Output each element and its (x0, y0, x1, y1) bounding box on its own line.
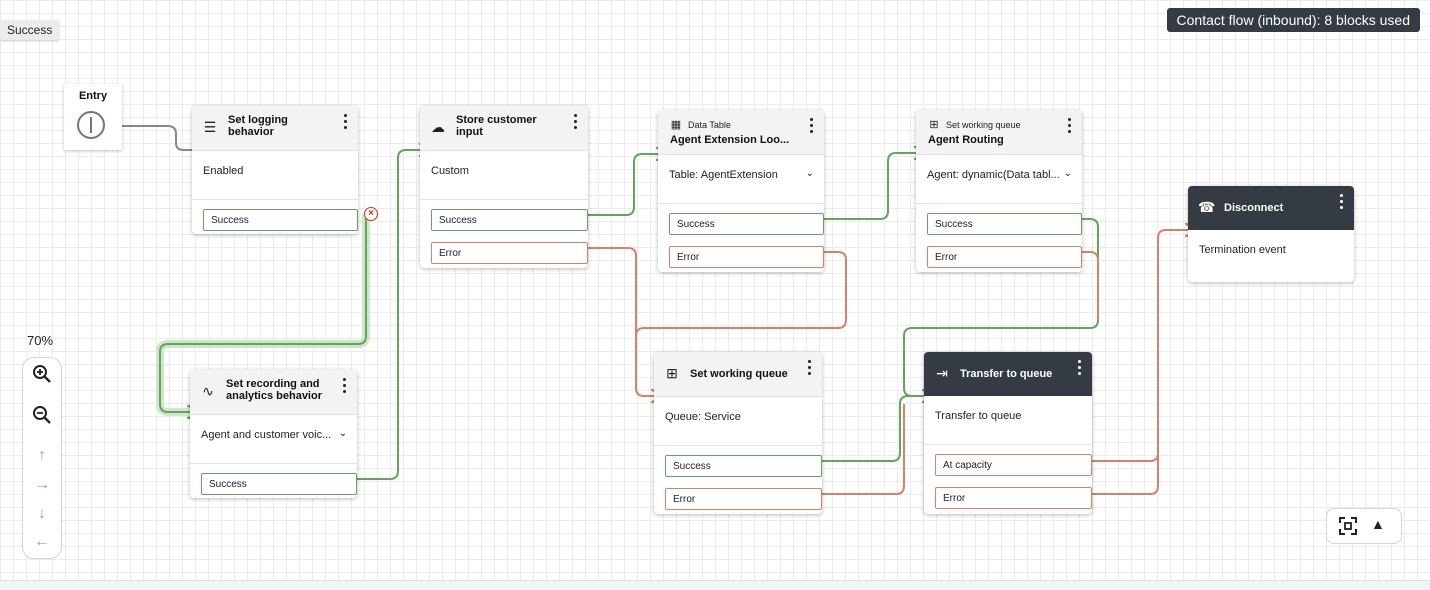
arrow-left-icon[interactable]: ← (34, 533, 50, 550)
waveform-icon: ∿ (202, 383, 214, 399)
block-header: ☎ Disconnect (1188, 186, 1354, 230)
block-header: ⇥ Transfer to queue (924, 352, 1092, 396)
branch-error[interactable]: Error (927, 246, 1082, 268)
block-title: Agent Extension Loo... (670, 134, 790, 146)
block-body: Transfer to queue (935, 410, 1022, 422)
block-menu-button[interactable] (574, 114, 578, 132)
entry-start-icon (77, 111, 105, 139)
block-title: Agent Routing (928, 134, 1004, 146)
chevron-down-icon[interactable]: ⌄ (338, 428, 347, 439)
block-set-working-queue[interactable]: ⊞ Set working queue Queue: Service Succe… (654, 352, 822, 514)
block-body: Enabled (203, 165, 244, 177)
arrow-down-icon[interactable]: ↓ (38, 505, 46, 522)
block-menu-button[interactable] (344, 114, 348, 132)
hangup-icon: ☎ (1198, 199, 1216, 215)
branch-at-capacity[interactable]: At capacity (935, 454, 1092, 476)
block-menu-button[interactable] (343, 378, 347, 396)
branch-success[interactable]: Success (665, 455, 822, 477)
cloud-icon: ☁ (431, 119, 445, 135)
block-data-table[interactable]: ▦ Data Table Agent Extension Loo... Tabl… (658, 110, 824, 272)
entry-title: Entry (78, 90, 108, 102)
block-header: ⊞ Set working queue Agent Routing (916, 110, 1082, 155)
branch-error[interactable]: Error (669, 246, 824, 268)
block-title: Set working queue (690, 368, 788, 380)
block-header: ∿ Set recording and analytics behavior (190, 370, 357, 415)
block-title: Disconnect (1224, 202, 1284, 214)
branch-success[interactable]: Success (203, 209, 358, 231)
queue-icon: ⊞ (929, 119, 939, 131)
block-body: Custom (431, 165, 469, 177)
bottom-bar (0, 580, 1430, 590)
block-disconnect[interactable]: ☎ Disconnect Termination event (1188, 186, 1354, 282)
branch-error[interactable]: Error (665, 488, 822, 510)
flow-info-badge: Contact flow (inbound): 8 blocks used (1166, 8, 1420, 32)
arrow-up-icon[interactable]: ↑ (38, 447, 46, 464)
branch-error[interactable]: Error (935, 487, 1092, 509)
fit-view-icon[interactable] (1339, 517, 1357, 535)
block-body: Table: AgentExtension⌄ (669, 168, 814, 181)
block-transfer-to-queue[interactable]: ⇥ Transfer to queue Transfer to queue At… (924, 352, 1092, 514)
zoom-out-icon[interactable] (31, 405, 53, 427)
block-type-label: Data Table (688, 120, 731, 130)
block-header: ☰ Set logging behavior (192, 106, 358, 151)
table-icon: ▦ (670, 119, 682, 131)
block-store-input[interactable]: ☁ Store customer input Custom Success Er… (420, 106, 588, 268)
zoom-in-icon[interactable] (31, 364, 53, 386)
block-body: Agent: dynamic(Data tabl...⌄ (927, 168, 1072, 181)
block-body: Agent and customer voic...⌄ (201, 428, 347, 441)
block-title: Transfer to queue (960, 368, 1053, 380)
block-header: ▦ Data Table Agent Extension Loo... (658, 110, 824, 155)
block-title: Set logging behavior (228, 114, 288, 138)
branch-success[interactable]: Success (669, 213, 824, 235)
block-header: ☁ Store customer input (420, 106, 588, 151)
branch-success[interactable]: Success (927, 213, 1082, 235)
list-gear-icon: ☰ (203, 119, 217, 135)
block-set-recording[interactable]: ∿ Set recording and analytics behavior A… (190, 370, 357, 498)
chevron-down-icon[interactable]: ⌄ (805, 168, 814, 179)
branch-success[interactable]: Success (201, 473, 357, 495)
view-controls: ▲ (1326, 508, 1402, 544)
branch-error[interactable]: Error (431, 242, 588, 264)
block-menu-button[interactable] (810, 118, 814, 136)
block-menu-button[interactable] (1340, 194, 1344, 212)
block-title: Set recording and analytics behavior (226, 378, 322, 402)
arrow-right-icon[interactable]: → (34, 476, 50, 493)
block-agent-routing[interactable]: ⊞ Set working queue Agent Routing Agent:… (916, 110, 1082, 272)
block-menu-button[interactable] (1068, 118, 1072, 136)
branch-success[interactable]: Success (431, 209, 588, 231)
error-x-icon[interactable]: × (364, 207, 378, 221)
queue-icon: ⊞ (666, 365, 678, 381)
status-toast: Success (0, 20, 60, 40)
entry-block[interactable]: Entry (64, 84, 122, 150)
block-menu-button[interactable] (1078, 360, 1082, 378)
block-body: Termination event (1199, 244, 1286, 256)
block-type-label: Set working queue (946, 120, 1021, 130)
zoom-level: 70% (27, 333, 54, 348)
chevron-down-icon[interactable]: ⌄ (1063, 168, 1072, 179)
block-menu-button[interactable] (808, 360, 812, 378)
zoom-controls: ↑ → ↓ ← (22, 357, 62, 559)
block-body: Queue: Service (665, 411, 741, 423)
transfer-icon: ⇥ (936, 365, 948, 381)
caret-up-icon[interactable]: ▲ (1371, 516, 1385, 532)
block-title: Store customer input (456, 114, 537, 138)
block-header: ⊞ Set working queue (654, 352, 822, 397)
block-set-logging[interactable]: ☰ Set logging behavior Enabled Success (192, 106, 358, 234)
